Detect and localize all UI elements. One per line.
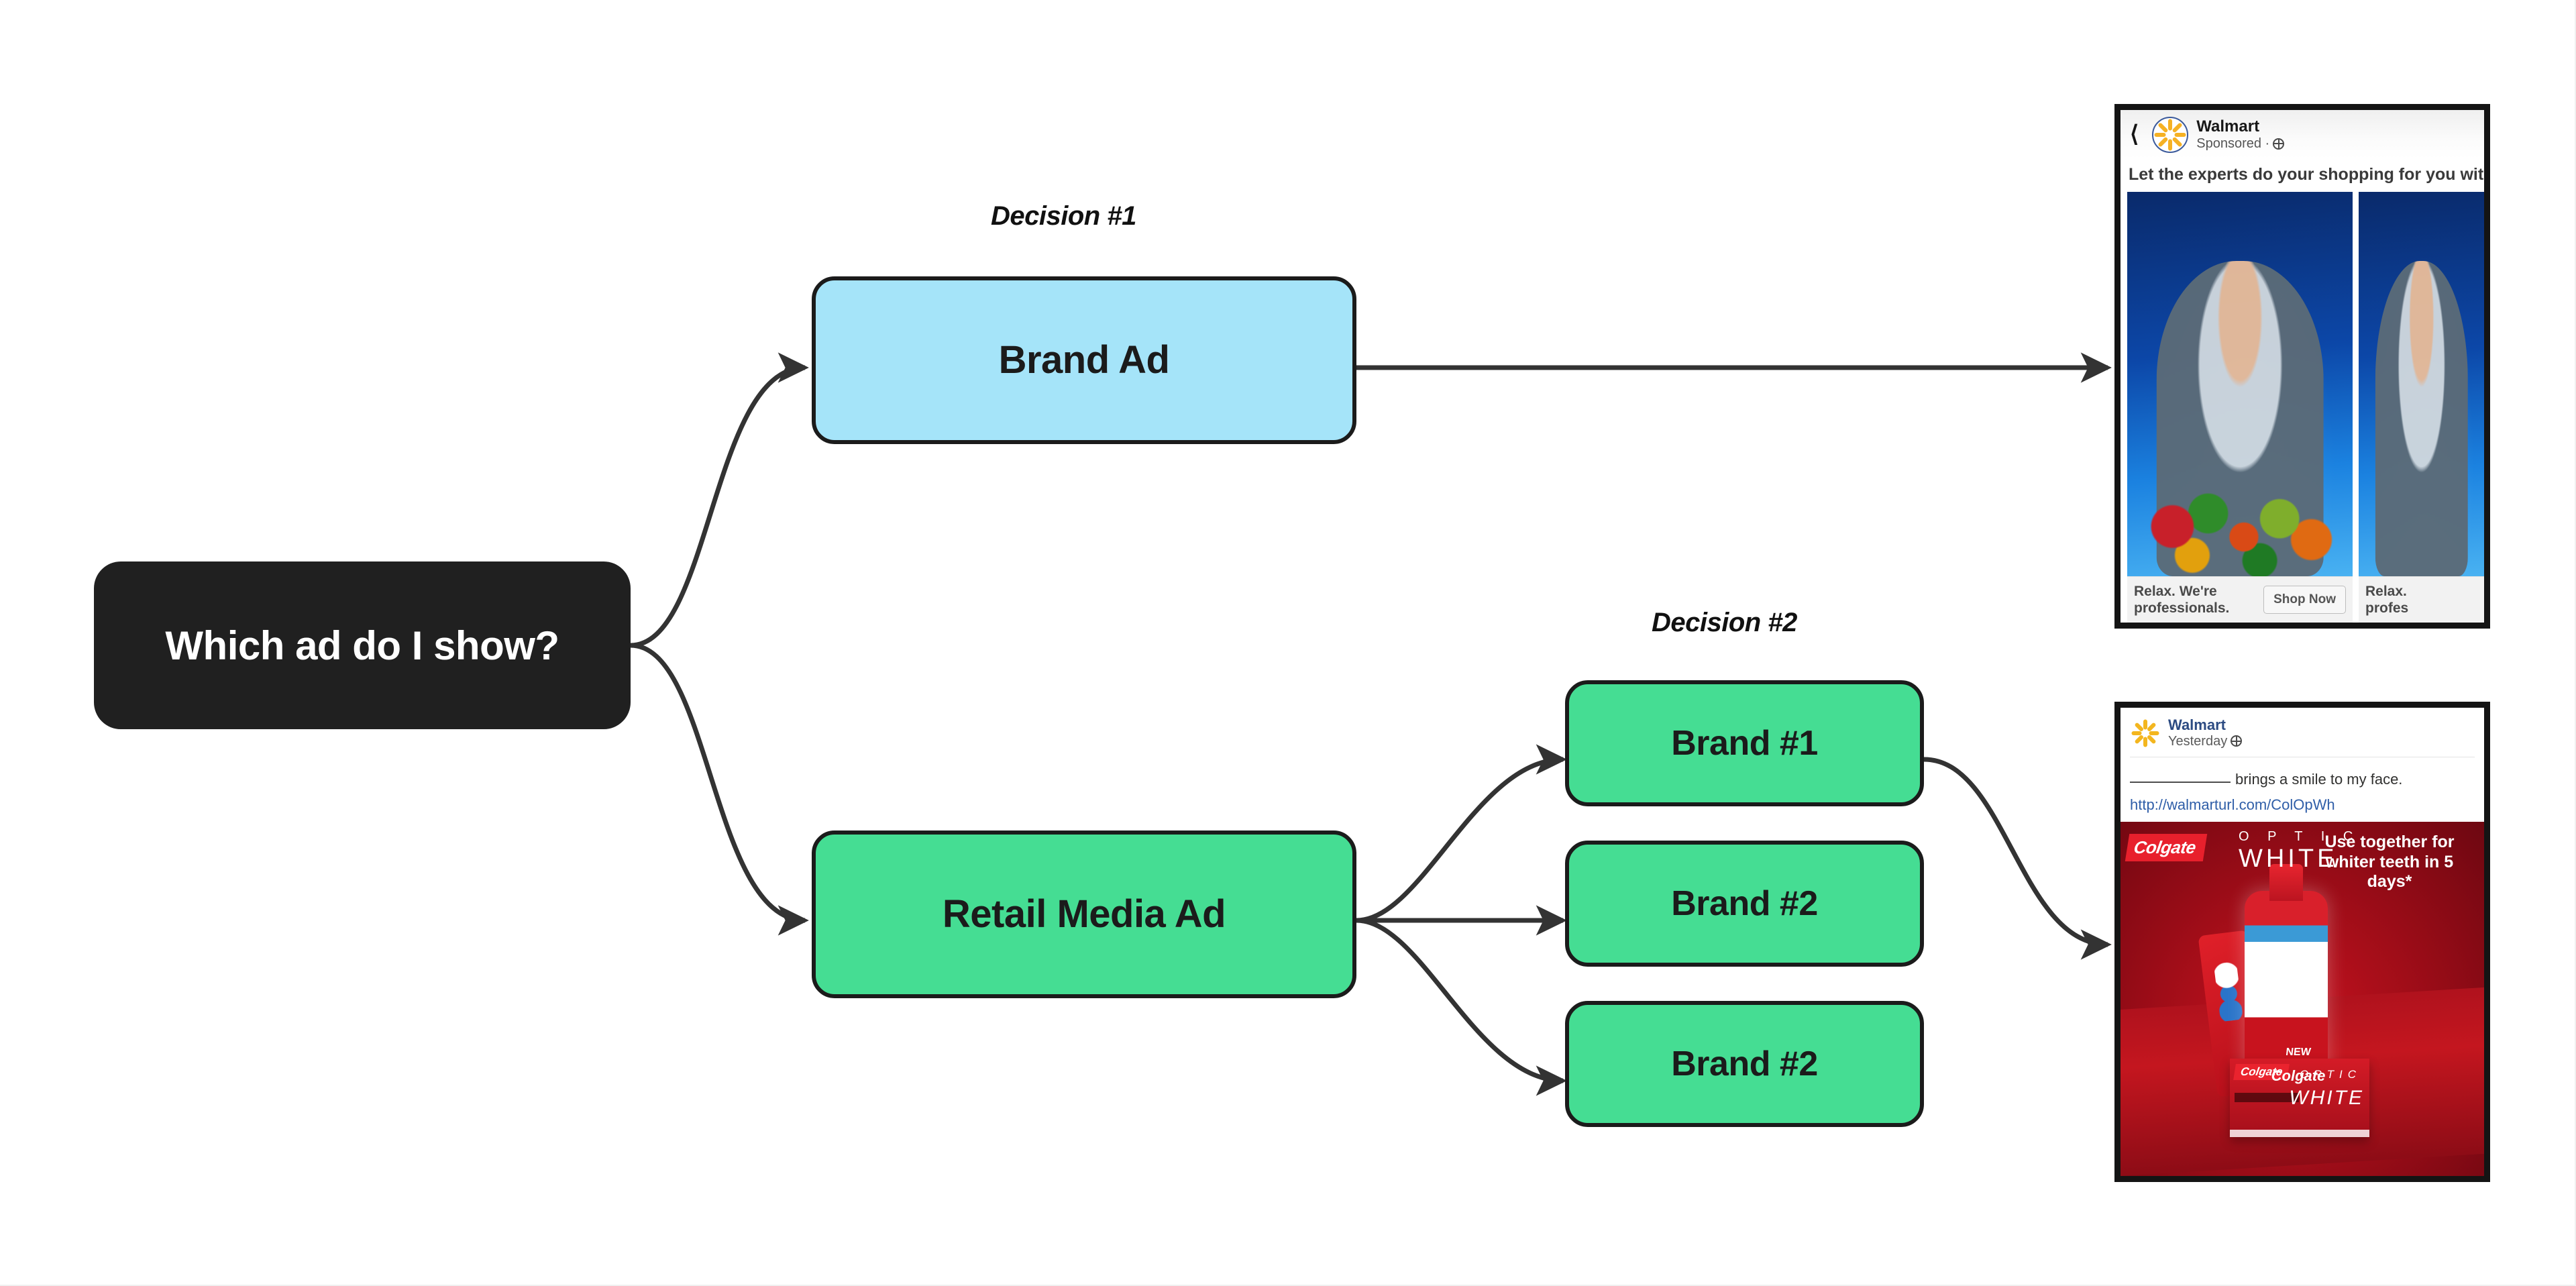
walmart-spark-logo-icon — [2130, 718, 2161, 749]
walmart-carousel-card-2[interactable]: Relax. profes — [2359, 192, 2484, 623]
node-retail-media-ad-label: Retail Media Ad — [942, 892, 1226, 936]
walmart-post-header: ⟨ Walmart Sponsored · — [2121, 110, 2484, 158]
colgate-creative-image[interactable]: Colgate O P T I C WHITE Use together for… — [2121, 822, 2484, 1176]
node-brand-2a[interactable]: Brand #2 — [1565, 841, 1924, 967]
carton-optic-word: OPTIC — [2300, 1067, 2361, 1081]
walmart-spark-logo-icon — [2152, 117, 2189, 153]
colgate-post-header: Walmart Yesterday — [2121, 708, 2484, 755]
walmart-brand-name: Walmart — [2196, 117, 2260, 136]
edge-root-to-retail-media-ad — [630, 643, 809, 936]
globe-icon — [2231, 735, 2243, 747]
walmart-associate-photo-2 — [2359, 192, 2484, 576]
walmart-associate-photo — [2127, 192, 2353, 576]
node-root-label: Which ad do I show? — [165, 623, 559, 668]
colgate-post-brand-name: Walmart — [2168, 716, 2226, 733]
edge-root-to-brand-ad — [630, 352, 809, 648]
colgate-ad-body: Walmart Yesterday brings a smile to my f… — [2121, 708, 2484, 1176]
edge-brand-1-to-colgate-shot — [1923, 757, 2112, 960]
node-brand-2b-label: Brand #2 — [1671, 1044, 1818, 1083]
node-brand-ad-label: Brand Ad — [998, 337, 1170, 382]
colgate-product-group: NEW Colgate Colgate OPTIC WHITE — [2198, 875, 2399, 1138]
node-brand-2b[interactable]: Brand #2 — [1565, 1001, 1924, 1127]
walmart-identity: Walmart Sponsored · — [2196, 117, 2285, 151]
node-brand-1-label: Brand #1 — [1671, 723, 1818, 763]
globe-icon — [2273, 138, 2285, 150]
walmart-ad-copy: Let the experts do your shopping for you… — [2129, 165, 2484, 184]
node-retail-media-ad[interactable]: Retail Media Ad — [812, 830, 1356, 998]
colgate-post-copy: brings a smile to my face. — [2121, 757, 2484, 794]
bottle-wordmark: Colgate — [2271, 1067, 2326, 1084]
back-chevron-icon[interactable]: ⟨ — [2130, 121, 2139, 148]
node-brand-1[interactable]: Brand #1 — [1565, 680, 1924, 806]
walmart-card-cta: Relax. We're professionals. Shop Now — [2127, 576, 2353, 623]
node-root-question[interactable]: Which ad do I show? — [94, 561, 631, 729]
white-word: WHITE — [2239, 845, 2338, 873]
walmart-cta-headline-2: Relax. profes — [2365, 583, 2409, 616]
optic-word: O P T I C — [2239, 829, 2361, 845]
walmart-cta-headline: Relax. We're professionals. — [2134, 583, 2230, 616]
walmart-carousel[interactable]: Relax. We're professionals. Shop Now Rel… — [2121, 192, 2484, 623]
colgate-post-link[interactable]: http://walmarturl.com/ColOpWh — [2130, 796, 2335, 814]
associate-figure-2 — [2375, 261, 2468, 576]
colgate-post-meta: Yesterday — [2168, 734, 2243, 749]
carton-white-word: WHITE — [2289, 1086, 2364, 1109]
new-badge: NEW — [2285, 1046, 2312, 1058]
edge-retail-to-brand-1 — [1356, 744, 1567, 923]
node-brand-ad[interactable]: Brand Ad — [812, 276, 1356, 444]
walmart-post-meta: Sponsored · — [2196, 136, 2285, 151]
walmart-card-cta-2: Relax. profes — [2359, 576, 2484, 623]
colgate-post-identity: Walmart Yesterday — [2168, 716, 2243, 749]
walmart-ad-body: ⟨ Walmart Sponsored · — [2121, 110, 2484, 623]
fill-in-blank — [2130, 782, 2231, 784]
produce-basket — [2141, 445, 2339, 576]
colgate-logo: Colgate — [2125, 834, 2208, 862]
caption-decision-1: Decision #1 — [991, 201, 1136, 231]
toothpaste-carton-product: Colgate OPTIC WHITE — [2230, 1058, 2369, 1138]
colgate-ad-screenshot[interactable]: Walmart Yesterday brings a smile to my f… — [2114, 702, 2490, 1182]
carton-claim-band — [2235, 1093, 2299, 1103]
walmart-ad-screenshot[interactable]: ⟨ Walmart Sponsored · — [2114, 104, 2490, 629]
edge-retail-to-brand-2b — [1356, 918, 1567, 1096]
shop-now-button[interactable]: Shop Now — [2263, 585, 2346, 614]
colgate-tagline: Use together for whiter teeth in 5 days* — [2324, 833, 2455, 892]
walmart-carousel-card-1[interactable]: Relax. We're professionals. Shop Now — [2127, 192, 2353, 623]
node-brand-2a-label: Brand #2 — [1671, 883, 1818, 923]
optic-white-lockup: O P T I C WHITE — [2239, 830, 2360, 871]
caption-decision-2: Decision #2 — [1652, 608, 1797, 637]
